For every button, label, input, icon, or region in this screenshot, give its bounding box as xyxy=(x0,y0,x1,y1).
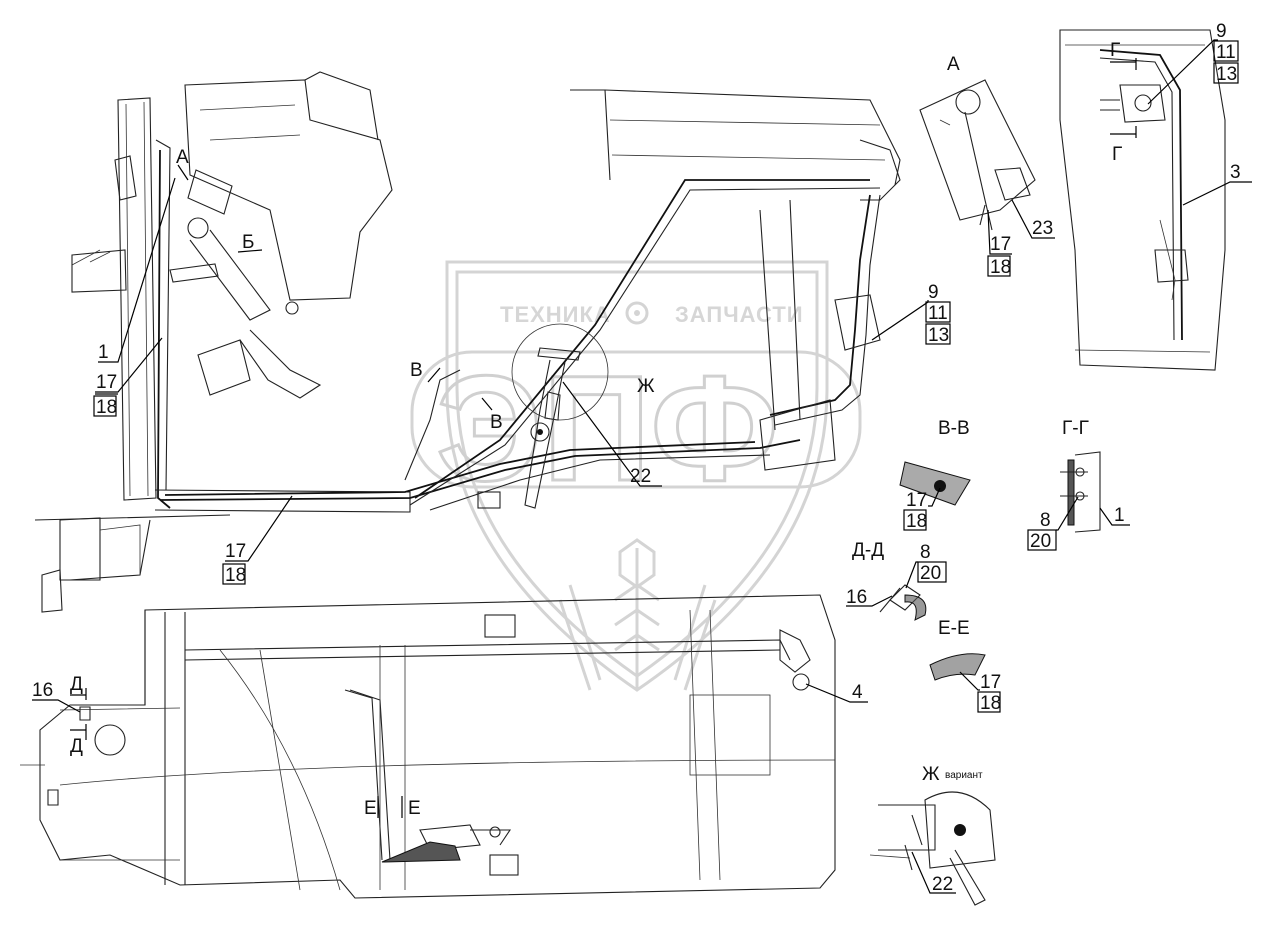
section-v-v xyxy=(899,461,971,506)
arrow-zh-label: Ж xyxy=(637,376,655,397)
callout-17-floor: 17 xyxy=(225,541,246,562)
callout-20-gg-box xyxy=(1027,529,1057,551)
watermark-wheat xyxy=(558,538,717,691)
section-v-title: В-В xyxy=(938,418,970,439)
arrow-v-bottom-label: В xyxy=(490,412,503,433)
callout-11-mid: 11 xyxy=(928,303,948,324)
fuel-tank xyxy=(20,594,836,899)
callout-1: 1 xyxy=(98,342,109,363)
callout-11-right-box xyxy=(1213,40,1239,62)
callout-16-dd: 16 xyxy=(846,587,867,608)
callout-8-gg: 8 xyxy=(1040,510,1051,531)
callout-8-dd: 8 xyxy=(920,542,931,563)
watermark-right-word: ЗАПЧАСТИ xyxy=(675,302,804,327)
callout-23: 23 xyxy=(1032,218,1053,239)
section-g-g xyxy=(1060,451,1101,533)
view-zh-title: Ж xyxy=(922,764,940,785)
view-zh-variant-detail xyxy=(869,791,996,906)
watermark-logo-frame xyxy=(410,350,862,489)
watermark: ТЕХНИКА ЗАПЧАСТИ ЭПФ xyxy=(410,260,862,692)
callout-22: 22 xyxy=(630,466,651,487)
callout-13-mid: 13 xyxy=(928,325,949,346)
section-g-title: Г-Г xyxy=(1062,418,1089,439)
arrow-v-top-label: В xyxy=(410,360,423,381)
callout-18-vv: 18 xyxy=(906,511,927,532)
callout-3: 3 xyxy=(1230,162,1241,183)
callout-9-mid: 9 xyxy=(928,282,939,303)
callout-9-right: 9 xyxy=(1216,21,1227,42)
detail-zh-circle xyxy=(511,323,609,421)
callout-1-gg: 1 xyxy=(1114,505,1125,526)
callout-18-ee-box xyxy=(977,691,1001,713)
watermark-left-word: ТЕХНИКА xyxy=(500,302,611,327)
callout-18-view-a: 18 xyxy=(990,257,1011,278)
section-e-title: Е-Е xyxy=(938,618,970,639)
callout-17-vv: 17 xyxy=(906,490,927,511)
arrow-g-top-label: Г xyxy=(1110,40,1120,61)
callout-18-ee: 18 xyxy=(980,693,1001,714)
callout-20-dd: 20 xyxy=(920,563,941,584)
callout-17-view-a: 17 xyxy=(990,234,1011,255)
section-e-e xyxy=(929,653,986,681)
callout-16-tank: 16 xyxy=(32,680,53,701)
callout-18-left-box xyxy=(93,395,117,417)
section-d-d xyxy=(879,584,927,621)
callout-11-right: 11 xyxy=(1216,42,1236,63)
callout-18-vv-box xyxy=(903,509,927,531)
arrow-g-bottom-label: Г xyxy=(1112,144,1122,165)
callout-18-view-a-box xyxy=(987,255,1011,277)
cab-frame xyxy=(34,89,901,613)
callout-20-gg: 20 xyxy=(1030,531,1051,552)
view-titles: А В-В Г-Г Д-Д Е-Е Ж вариант xyxy=(852,54,1089,785)
callout-18-floor-box xyxy=(222,563,246,585)
view-a-detail xyxy=(919,79,1036,231)
callout-13-mid-box xyxy=(925,323,951,345)
arrow-b-label: Б xyxy=(242,232,254,253)
callout-17-left: 17 xyxy=(96,372,117,393)
callout-22-zh: 22 xyxy=(932,874,953,895)
callout-18-floor: 18 xyxy=(225,565,246,586)
arrow-e-left-label: Е xyxy=(364,798,377,819)
section-d-title: Д-Д xyxy=(852,540,884,561)
pedal-assembly xyxy=(71,71,393,399)
callout-18-left: 18 xyxy=(96,397,117,418)
callouts: 1 17 18 17 18 22 9 11 13 23 17 18 9 xyxy=(32,21,1252,895)
arrow-d-top-label: Д xyxy=(70,674,83,695)
view-a-title: А xyxy=(947,54,960,75)
arrow-e-right-label: Е xyxy=(408,798,421,819)
callout-4: 4 xyxy=(852,682,863,703)
callout-20-dd-box xyxy=(917,561,947,583)
callout-13-right-box xyxy=(1213,62,1239,84)
callout-17-ee: 17 xyxy=(980,672,1001,693)
gear-icon xyxy=(625,301,649,325)
callout-11-mid-box xyxy=(925,301,951,323)
watermark-logo: ЭПФ xyxy=(436,344,779,512)
arrow-d-bottom-label: Д xyxy=(70,736,83,757)
cab-right-side-view xyxy=(1059,29,1226,371)
arrow-a-label: А xyxy=(176,147,189,168)
callout-13-right: 13 xyxy=(1216,64,1237,85)
section-arrows: А Б В В Ж Г Г Д Д Е Е xyxy=(70,40,1137,819)
view-zh-note: вариант xyxy=(945,770,983,781)
cab-left-post xyxy=(114,97,171,509)
